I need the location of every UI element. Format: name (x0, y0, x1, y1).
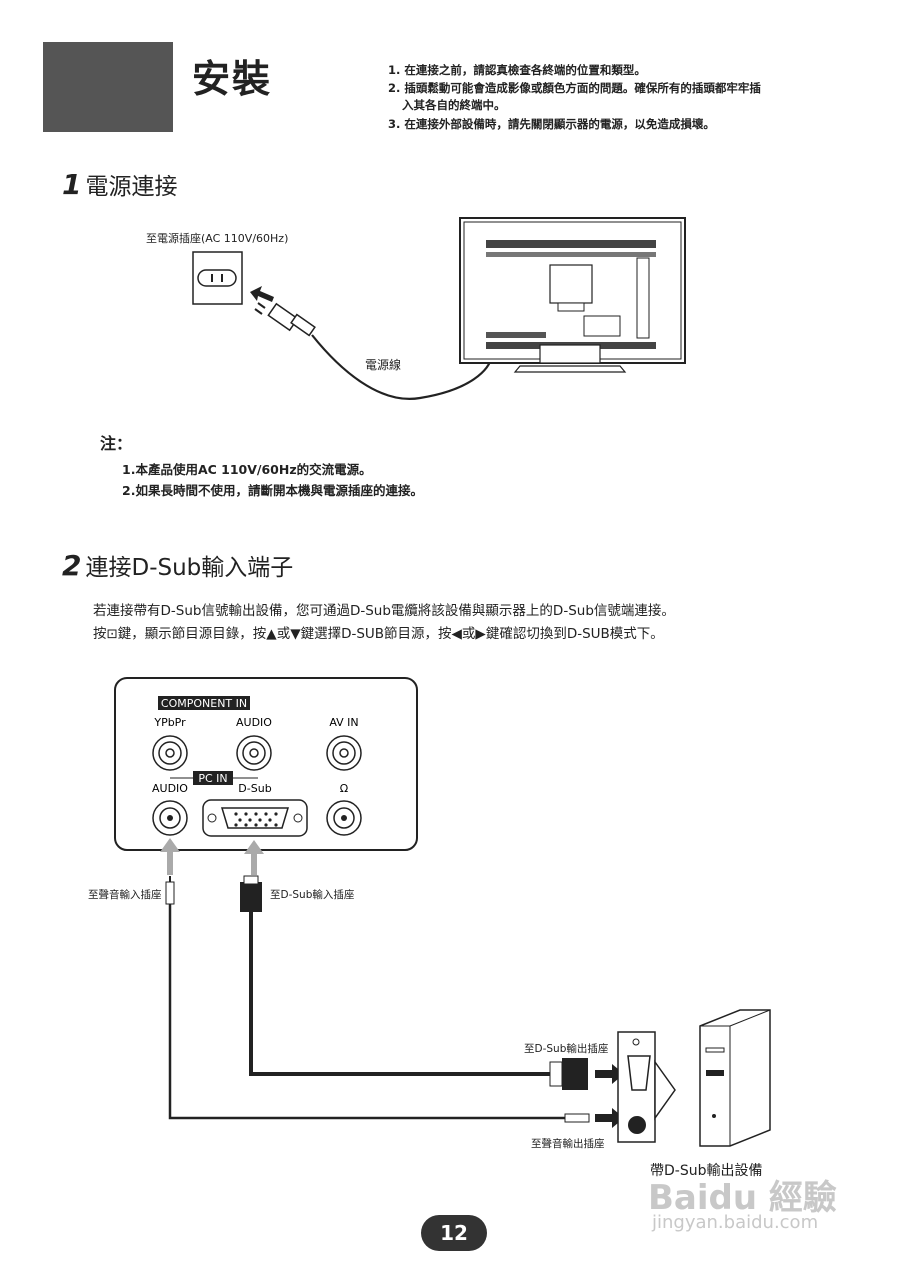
rca-jack-icon (236, 735, 272, 771)
to-dsub-in-label: 至D-Sub輸入插座 (270, 889, 355, 901)
audio-plug-icon (165, 876, 175, 905)
computer-icon (699, 1009, 771, 1147)
audio-top-label: AUDIO (236, 716, 272, 729)
rca-jack-icon (326, 735, 362, 771)
section1-number: 1 (62, 168, 82, 201)
pc-in-label: PC IN (198, 772, 227, 785)
pc-in-badge (193, 771, 233, 785)
to-audio-out-label: 至聲音輸出插座 (531, 1138, 605, 1150)
output-panel-icon (617, 1031, 676, 1143)
component-in-badge (158, 696, 250, 710)
headphone-jack-icon (326, 800, 362, 836)
dsub-label: D-Sub (238, 782, 271, 795)
arrow-right-icon (595, 1064, 624, 1084)
rca-jack-icon (152, 735, 188, 771)
dsub-plug-icon (240, 875, 262, 912)
arrow-up-icon (244, 840, 264, 875)
page-title: 安裝 (192, 57, 273, 101)
cord-label: 電源線 (365, 358, 402, 372)
section2-title: 連接D-Sub輸入端子 (85, 555, 294, 581)
dsub-port-icon (202, 799, 308, 837)
to-dsub-out-label: 至D-Sub輸出插座 (524, 1043, 609, 1055)
plug-icon (254, 302, 316, 337)
watermark: Baidu 經驗 (648, 1178, 837, 1218)
arrow-right-icon (595, 1108, 624, 1128)
audio-jack-icon (152, 800, 188, 836)
av-in-label: AV IN (329, 716, 358, 729)
power-diagram (192, 217, 686, 400)
outlet-label: 至電源插座(AC 110V/60Hz) (146, 232, 289, 245)
dsub-out-plug-icon (549, 1058, 588, 1090)
note-title: 注： (100, 434, 133, 453)
section2-number: 2 (62, 549, 82, 582)
outlet-icon (192, 251, 243, 305)
section2-line-1: 若連接帶有D-Sub信號輸出設備，您可通過D-Sub電纜將該設備與顯示器上的D-… (93, 603, 675, 619)
audio-bottom-label: AUDIO (152, 782, 188, 795)
connection-diagram: COMPONENT IN YPbPr AUDIO AV IN PC IN AUD… (114, 677, 771, 1147)
section1-note-2: 2.如果長時間不使用，請斷開本機與電源插座的連接。 (122, 483, 423, 498)
header-note-2: 2. 插頭鬆動可能會造成影像或顏色方面的問題。確保所有的插頭都牢牢插 (388, 81, 761, 95)
dsub-cable (249, 912, 550, 1076)
power-cord (311, 334, 494, 400)
device-label: 帶D-Sub輸出設備 (650, 1163, 763, 1179)
audio-cable (168, 904, 565, 1120)
header-block (43, 42, 173, 132)
header-note-3: 3. 在連接外部設備時，請先關閉顯示器的電源，以免造成損壞。 (388, 117, 715, 131)
header-note-1: 1. 在連接之前，請認真檢查各終端的位置和類型。 (388, 63, 646, 77)
plug-arrow-icon (250, 286, 274, 302)
arrow-up-icon (160, 838, 180, 875)
section1-title: 電源連接 (85, 174, 178, 200)
ypbpr-label: YPbPr (153, 716, 186, 729)
header-note-2b: 入其各自的終端中。 (402, 98, 506, 112)
tv-back-icon (459, 217, 686, 373)
watermark-url: jingyan.baidu.com (652, 1212, 819, 1233)
component-in-label: COMPONENT IN (161, 697, 247, 710)
to-audio-in-label: 至聲音輸入插座 (88, 889, 162, 901)
audio-out-plug-icon (564, 1113, 590, 1123)
page-number: 12 (421, 1215, 487, 1251)
section2-line-2: 按⊡鍵，顯示節目源目錄，按▲或▼鍵選擇D-SUB節目源，按◀或▶鍵確認切換到D-… (93, 626, 664, 642)
headphone-icon: Ω (340, 782, 348, 795)
section1-note-1: 1.本產品使用AC 110V/60Hz的交流電源。 (122, 462, 372, 477)
